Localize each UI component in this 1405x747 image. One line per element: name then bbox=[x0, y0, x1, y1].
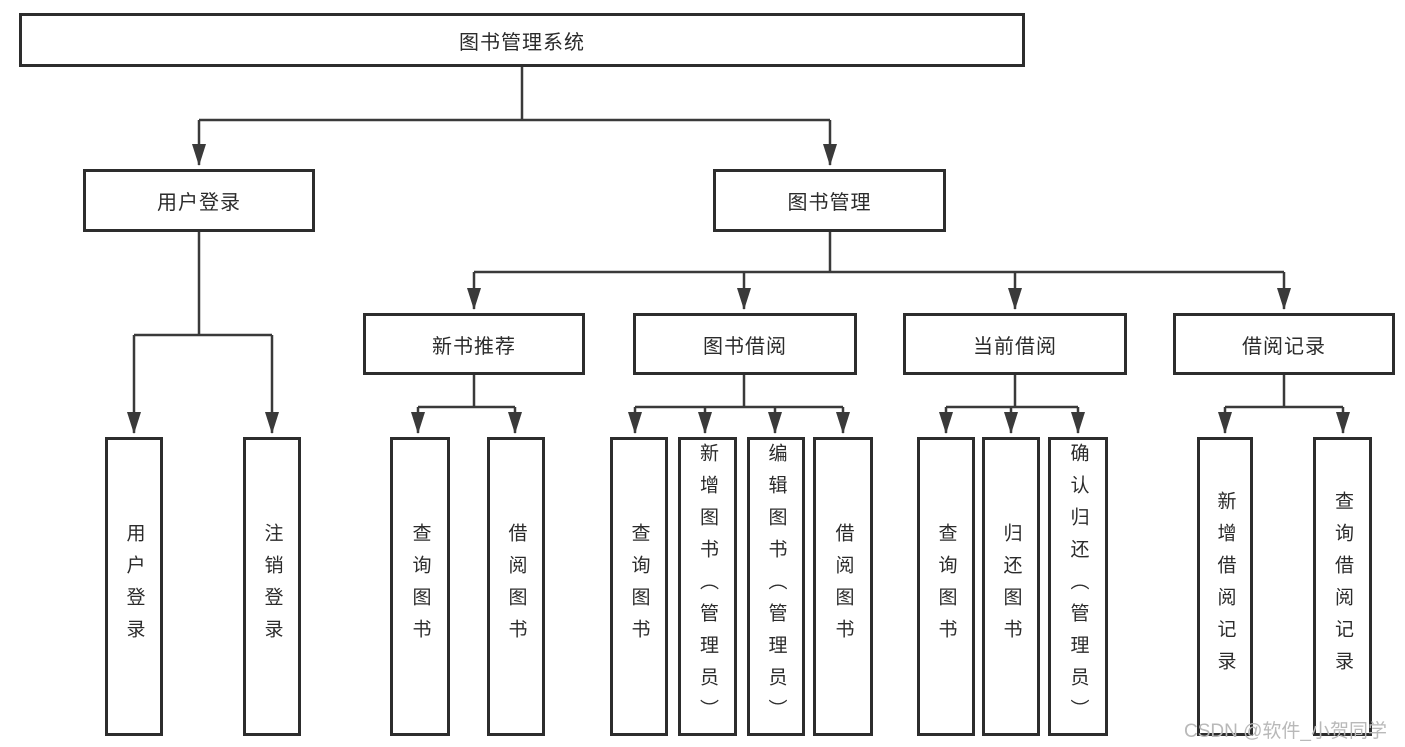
leaf-query-books-recommend: 查询图书 bbox=[390, 437, 450, 736]
leaf-add-borrow-record: 新增借阅记录 bbox=[1197, 437, 1253, 736]
connector-lines bbox=[134, 67, 1343, 409]
leaf-query-books-borrowing: 查询图书 bbox=[610, 437, 668, 736]
node-label: 当前借阅 bbox=[973, 335, 1057, 358]
leaf-query-books-current: 查询图书 bbox=[917, 437, 975, 736]
node-current-borrowing: 当前借阅 bbox=[903, 313, 1127, 375]
node-user-login: 用户登录 bbox=[83, 169, 315, 232]
leaf-return-books: 归还图书 bbox=[982, 437, 1040, 736]
node-label: 编辑图书（管理员） bbox=[765, 442, 787, 731]
leaf-logout: 注销登录 bbox=[243, 437, 301, 736]
node-library-management-system: 图书管理系统 bbox=[19, 13, 1025, 67]
node-label: 查询图书 bbox=[628, 522, 650, 651]
node-label: 图书借阅 bbox=[703, 335, 787, 358]
leaf-edit-books-admin: 编辑图书（管理员） bbox=[747, 437, 805, 736]
node-label: 查询图书 bbox=[935, 522, 957, 651]
node-new-book-recommendation: 新书推荐 bbox=[363, 313, 585, 375]
node-label: 注销登录 bbox=[261, 522, 283, 651]
node-label: 归还图书 bbox=[1000, 522, 1022, 651]
leaf-user-login: 用户登录 bbox=[105, 437, 163, 736]
node-borrowing-records: 借阅记录 bbox=[1173, 313, 1395, 375]
leaf-borrow-books-borrowing: 借阅图书 bbox=[813, 437, 873, 736]
node-label: 确认归还（管理员） bbox=[1067, 442, 1089, 731]
leaf-query-borrow-record: 查询借阅记录 bbox=[1313, 437, 1372, 736]
node-book-management: 图书管理 bbox=[713, 169, 946, 232]
node-label: 图书管理系统 bbox=[459, 31, 585, 54]
node-label: 借阅图书 bbox=[832, 522, 854, 651]
leaf-add-books-admin: 新增图书（管理员） bbox=[678, 437, 737, 736]
csdn-watermark: CSDN @软件_小贺同学 bbox=[1184, 721, 1387, 742]
node-label: 新增图书（管理员） bbox=[697, 442, 718, 731]
node-label: 新增借阅记录 bbox=[1214, 490, 1236, 683]
leaf-borrow-books-recommend: 借阅图书 bbox=[487, 437, 545, 736]
leaf-confirm-return-admin: 确认归还（管理员） bbox=[1048, 437, 1108, 736]
node-label: 用户登录 bbox=[157, 192, 241, 214]
node-label: 借阅记录 bbox=[1242, 335, 1326, 358]
node-label: 借阅图书 bbox=[505, 522, 527, 651]
node-label: 新书推荐 bbox=[432, 335, 516, 358]
node-label: 图书管理 bbox=[787, 192, 872, 214]
node-label: 查询图书 bbox=[409, 522, 431, 651]
node-book-borrowing: 图书借阅 bbox=[633, 313, 857, 375]
node-label: 用户登录 bbox=[123, 522, 145, 651]
node-label: 查询借阅记录 bbox=[1332, 490, 1353, 683]
